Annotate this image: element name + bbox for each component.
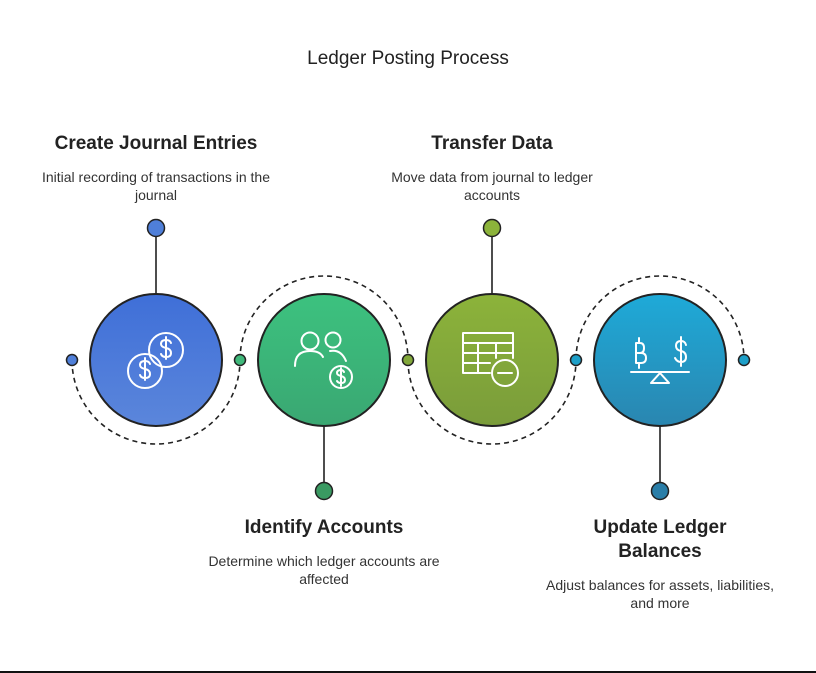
arc-1-2-top xyxy=(239,275,409,361)
junction-dot-right xyxy=(737,353,751,367)
stem-dot-step-2 xyxy=(314,481,334,501)
step-1-description: Initial recording of transactions in the… xyxy=(41,169,270,203)
dollar-coins-icon xyxy=(127,332,184,389)
junction-dot-left xyxy=(65,353,79,367)
junction-dot-3-4 xyxy=(569,353,583,367)
diagram-title: Ledger Posting Process xyxy=(307,48,509,69)
stem-end-dots xyxy=(146,218,670,501)
arc-3-4-top xyxy=(575,275,745,361)
step-circle-3 xyxy=(425,293,559,427)
step-circle-2 xyxy=(257,293,391,427)
junction-dot-2-3 xyxy=(401,353,415,367)
junction-dots xyxy=(65,353,751,367)
connector-arcs xyxy=(71,275,745,445)
table-minus-icon xyxy=(462,332,519,387)
step-2-description: Determine which ledger accounts are affe… xyxy=(208,553,440,587)
step-2-title: Identify Accounts xyxy=(244,517,404,538)
step-4-description: Adjust balances for assets, liabilities,… xyxy=(546,577,774,611)
balance-scale-icon xyxy=(630,336,690,384)
step-3-description: Move data from journal to ledger account… xyxy=(391,169,593,203)
step-circle-1 xyxy=(89,293,223,427)
users-dollar-icon xyxy=(294,331,353,389)
step-circles xyxy=(89,293,727,427)
arc-2-3-bottom xyxy=(407,359,577,445)
stem-dot-step-1 xyxy=(146,218,166,238)
stems xyxy=(155,236,661,483)
step-1-title: Create Journal Entries xyxy=(54,133,258,154)
stem-dot-step-4 xyxy=(650,481,670,501)
stem-dot-step-3 xyxy=(482,218,502,238)
step-4-title: Update Ledger Balances xyxy=(593,517,727,562)
step-3-title: Transfer Data xyxy=(431,133,553,154)
junction-dot-1-2 xyxy=(233,353,247,367)
arc-left-bottom xyxy=(71,359,241,445)
step-circle-4 xyxy=(593,293,727,427)
bottom-border xyxy=(0,671,816,673)
